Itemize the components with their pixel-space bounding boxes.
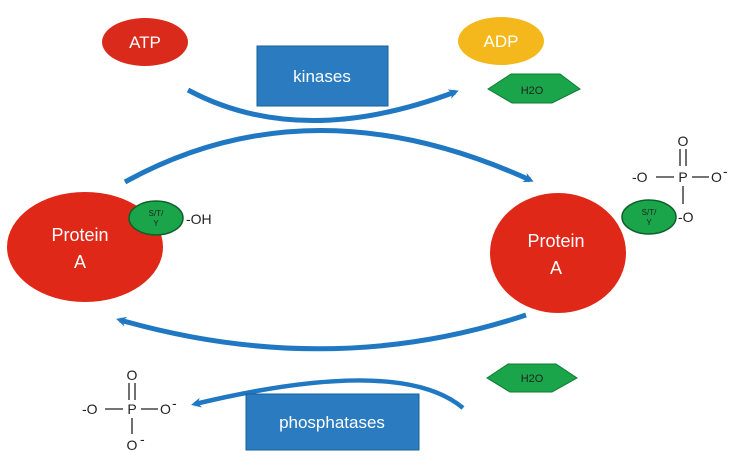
atp-oval xyxy=(102,18,188,66)
protein-left-label-line1: Protein xyxy=(51,225,108,245)
phosphate-left-o-bottom: O xyxy=(127,437,138,453)
adp-oval xyxy=(458,17,544,65)
phosphate-right-o-right: O xyxy=(711,169,722,185)
h2o-bottom-label: H2O xyxy=(521,373,544,385)
phosphatase-side-arrow-release-phosphate xyxy=(191,378,465,410)
phosphatases-box xyxy=(245,393,420,451)
phosphate-left-p: P xyxy=(127,401,136,417)
h2o-bottom-pentagon xyxy=(486,363,578,393)
protein-right-body xyxy=(490,193,626,313)
h2o-top-pentagon xyxy=(487,73,581,104)
protein-left-hydroxyl-group: -OH xyxy=(186,211,212,227)
protein-left-residue-oval xyxy=(128,200,184,236)
phosphate-right-o-left: -O xyxy=(632,169,648,185)
phosphate-right-o-top: O xyxy=(678,133,689,149)
phosphate-left-o-left: -O xyxy=(82,401,98,417)
protein-left-residue-label-line2: Y xyxy=(153,219,159,228)
protein-left-body xyxy=(7,192,163,302)
kinases-box xyxy=(256,45,389,107)
dephosphorylation-arc-arrow xyxy=(116,312,527,352)
phosphatases-label: phosphatases xyxy=(279,413,385,432)
protein-right-residue-label-line1: S/T/ xyxy=(642,208,657,217)
phosphate-right-o-right-charge: - xyxy=(723,163,728,179)
protein-right-residue-label-line2: Y xyxy=(646,218,652,227)
phosphate-left-o-right-charge: - xyxy=(172,395,177,411)
protein-right-label-line1: Protein xyxy=(527,231,584,251)
protein-left-label-line2: A xyxy=(74,252,86,272)
h2o-top-label: H2O xyxy=(521,85,544,97)
phosphate-left-o-bottom-charge: - xyxy=(140,431,145,447)
protein-right-label-line2: A xyxy=(550,258,562,278)
protein-right-ester-link: -O xyxy=(678,209,694,225)
kinases-label: kinases xyxy=(293,67,351,86)
phosphate-left-o-right: O xyxy=(160,401,171,417)
phosphorylation-arc-arrow xyxy=(123,128,534,185)
protein-left-residue-label-line1: S/T/ xyxy=(149,209,164,218)
protein-right-residue-oval xyxy=(621,199,677,235)
phosphate-right-p: P xyxy=(678,169,687,185)
kinase-side-arrow-atp-to-adp xyxy=(186,87,459,123)
adp-label: ADP xyxy=(484,32,519,51)
atp-label: ATP xyxy=(129,33,161,52)
phosphate-left-o-top: O xyxy=(127,367,138,383)
